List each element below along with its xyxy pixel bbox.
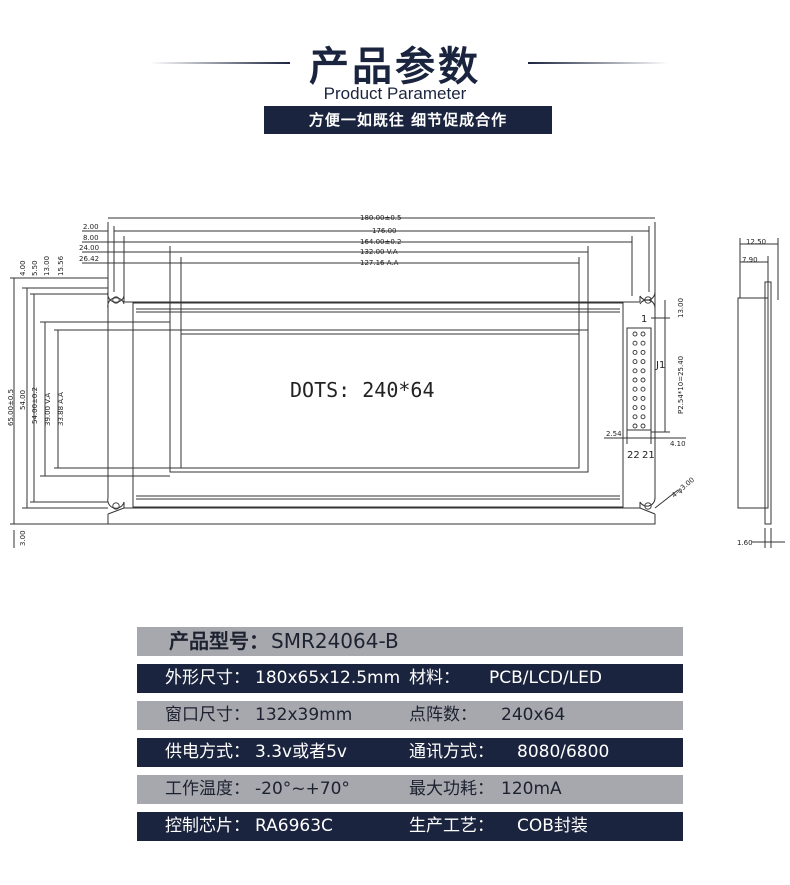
pin-dot: [640, 405, 646, 411]
spec-value: 120mA: [501, 779, 562, 799]
dim-text: 132.00 V.A: [360, 248, 398, 256]
pin-dot: [632, 423, 638, 429]
pin-dot: [640, 359, 646, 365]
mount-hole: [644, 296, 652, 304]
mount-hole: [112, 502, 120, 510]
dim-text: 127.16 A.A: [360, 259, 399, 267]
dim-text: 4.10: [670, 440, 686, 448]
dim-text: 3.00: [19, 530, 27, 546]
dim-text: 39.00 V.A: [44, 393, 52, 426]
dim-text: 5.50: [31, 260, 39, 276]
pin-dot: [632, 414, 638, 420]
spec-row: 控制芯片： RA6963C 生产工艺： COB封装: [137, 812, 683, 841]
viewing-area: [169, 329, 589, 473]
pcb-outline: [107, 222, 656, 525]
pin-label: 22: [627, 450, 640, 461]
header-left-rule: [150, 62, 290, 64]
dimension-drawing: 180.00±0.5 176.00 164.00±0.2 132.00 V.A …: [7, 214, 785, 548]
dim-text: 180.00±0.5: [360, 214, 402, 222]
pin-dot: [632, 405, 638, 411]
spec-label: 外形尺寸：: [165, 668, 250, 688]
dim-text: 164.00±0.2: [360, 238, 402, 246]
dim-text: 1.60: [737, 539, 753, 547]
pin-dot: [640, 386, 646, 392]
dim-text: 33.88 A.A: [57, 392, 65, 426]
spec-row: 供电方式： 3.3v或者5v 通讯方式： 8080/6800: [137, 738, 683, 767]
spec-label: 材料：: [409, 668, 460, 688]
pin-dot: [632, 359, 638, 365]
dim-text: P2.54*10=25.40: [677, 356, 685, 414]
pin-dot: [632, 349, 638, 355]
pin-label: 21: [642, 450, 655, 461]
dim-text: 24.00: [79, 244, 99, 252]
pin-dot: [640, 340, 646, 346]
spec-row: 窗口尺寸： 132x39mm 点阵数： 240x64: [137, 701, 683, 730]
slogan-banner: 方便一如既往 细节促成合作: [264, 106, 552, 134]
dim-text: 65.00±0.5: [7, 389, 15, 426]
spec-label: 生产工艺：: [409, 816, 494, 836]
spec-label: 工作温度：: [165, 779, 250, 799]
dim-text: 54.00: [19, 390, 27, 410]
dim-text: 8.00: [83, 234, 99, 242]
dim-text: 4.00: [19, 260, 27, 276]
pin-dot: [640, 414, 646, 420]
spec-label: 通讯方式：: [409, 742, 494, 762]
page-title: 产品参数: [309, 44, 481, 90]
dim-text: 15.56: [57, 255, 65, 276]
spec-value: SMR24064-B: [271, 629, 399, 653]
lcd-glass: [132, 302, 624, 508]
pin-dot: [632, 368, 638, 374]
page-subtitle: Product Parameter: [323, 84, 467, 103]
mount-hole: [644, 502, 652, 510]
pin-header: [626, 327, 652, 431]
pin-label: 1: [641, 314, 647, 325]
dim-text: 7.90: [742, 256, 758, 264]
pin-dot: [640, 377, 646, 383]
pin-dot: [632, 331, 638, 337]
spec-label: 点阵数：: [409, 705, 477, 725]
pin-dot: [640, 395, 646, 401]
spec-label: 窗口尺寸：: [165, 705, 250, 725]
spec-row: 工作温度： -20°~+70° 最大功耗： 120mA: [137, 775, 683, 804]
spec-label: 产品型号：: [169, 629, 269, 653]
spec-value: 8080/6800: [517, 742, 610, 762]
dim-text: 54.00±0.2: [31, 387, 39, 424]
spec-value: 180x65x12.5mm: [255, 668, 401, 688]
spec-value: 240x64: [501, 705, 566, 725]
dim-text: 12.50: [746, 238, 766, 246]
pin-dot: [640, 423, 646, 429]
spec-label: 最大功耗：: [409, 779, 494, 799]
dim-text: 4-φ3.00: [670, 476, 696, 500]
spec-value: PCB/LCD/LED: [489, 668, 602, 688]
side-view-body: [737, 297, 769, 509]
spec-label: 供电方式：: [165, 742, 250, 762]
spec-value: 3.3v或者5v: [255, 742, 347, 762]
pin-label: J1: [655, 360, 665, 371]
pin-dot: [632, 377, 638, 383]
dim-text: 13.00: [43, 256, 51, 276]
mount-hole: [112, 296, 120, 304]
pin-dot: [632, 395, 638, 401]
dim-text: 2.00: [83, 223, 99, 231]
dots-label: DOTS: 240*64: [290, 378, 435, 402]
active-area: [180, 333, 580, 469]
dim-text: 176.00: [372, 227, 397, 235]
spec-row: 外形尺寸： 180x65x12.5mm 材料： PCB/LCD/LED: [137, 664, 683, 693]
spec-row-model: 产品型号： SMR24064-B: [137, 627, 683, 656]
header-right-rule: [528, 62, 668, 64]
dim-text: 2.54: [606, 430, 622, 438]
pin-dot: [632, 386, 638, 392]
dim-text: 13.00: [677, 298, 685, 318]
dim-text: 26.42: [79, 255, 99, 263]
spec-label: 控制芯片：: [165, 816, 250, 836]
pin-dot: [640, 368, 646, 374]
pin-dot: [640, 349, 646, 355]
pin-dot: [640, 331, 646, 337]
spec-value: 132x39mm: [255, 705, 353, 725]
spec-value: -20°~+70°: [255, 779, 350, 799]
spec-value: RA6963C: [255, 816, 333, 836]
spec-value: COB封装: [517, 816, 588, 836]
pin-dot: [632, 340, 638, 346]
